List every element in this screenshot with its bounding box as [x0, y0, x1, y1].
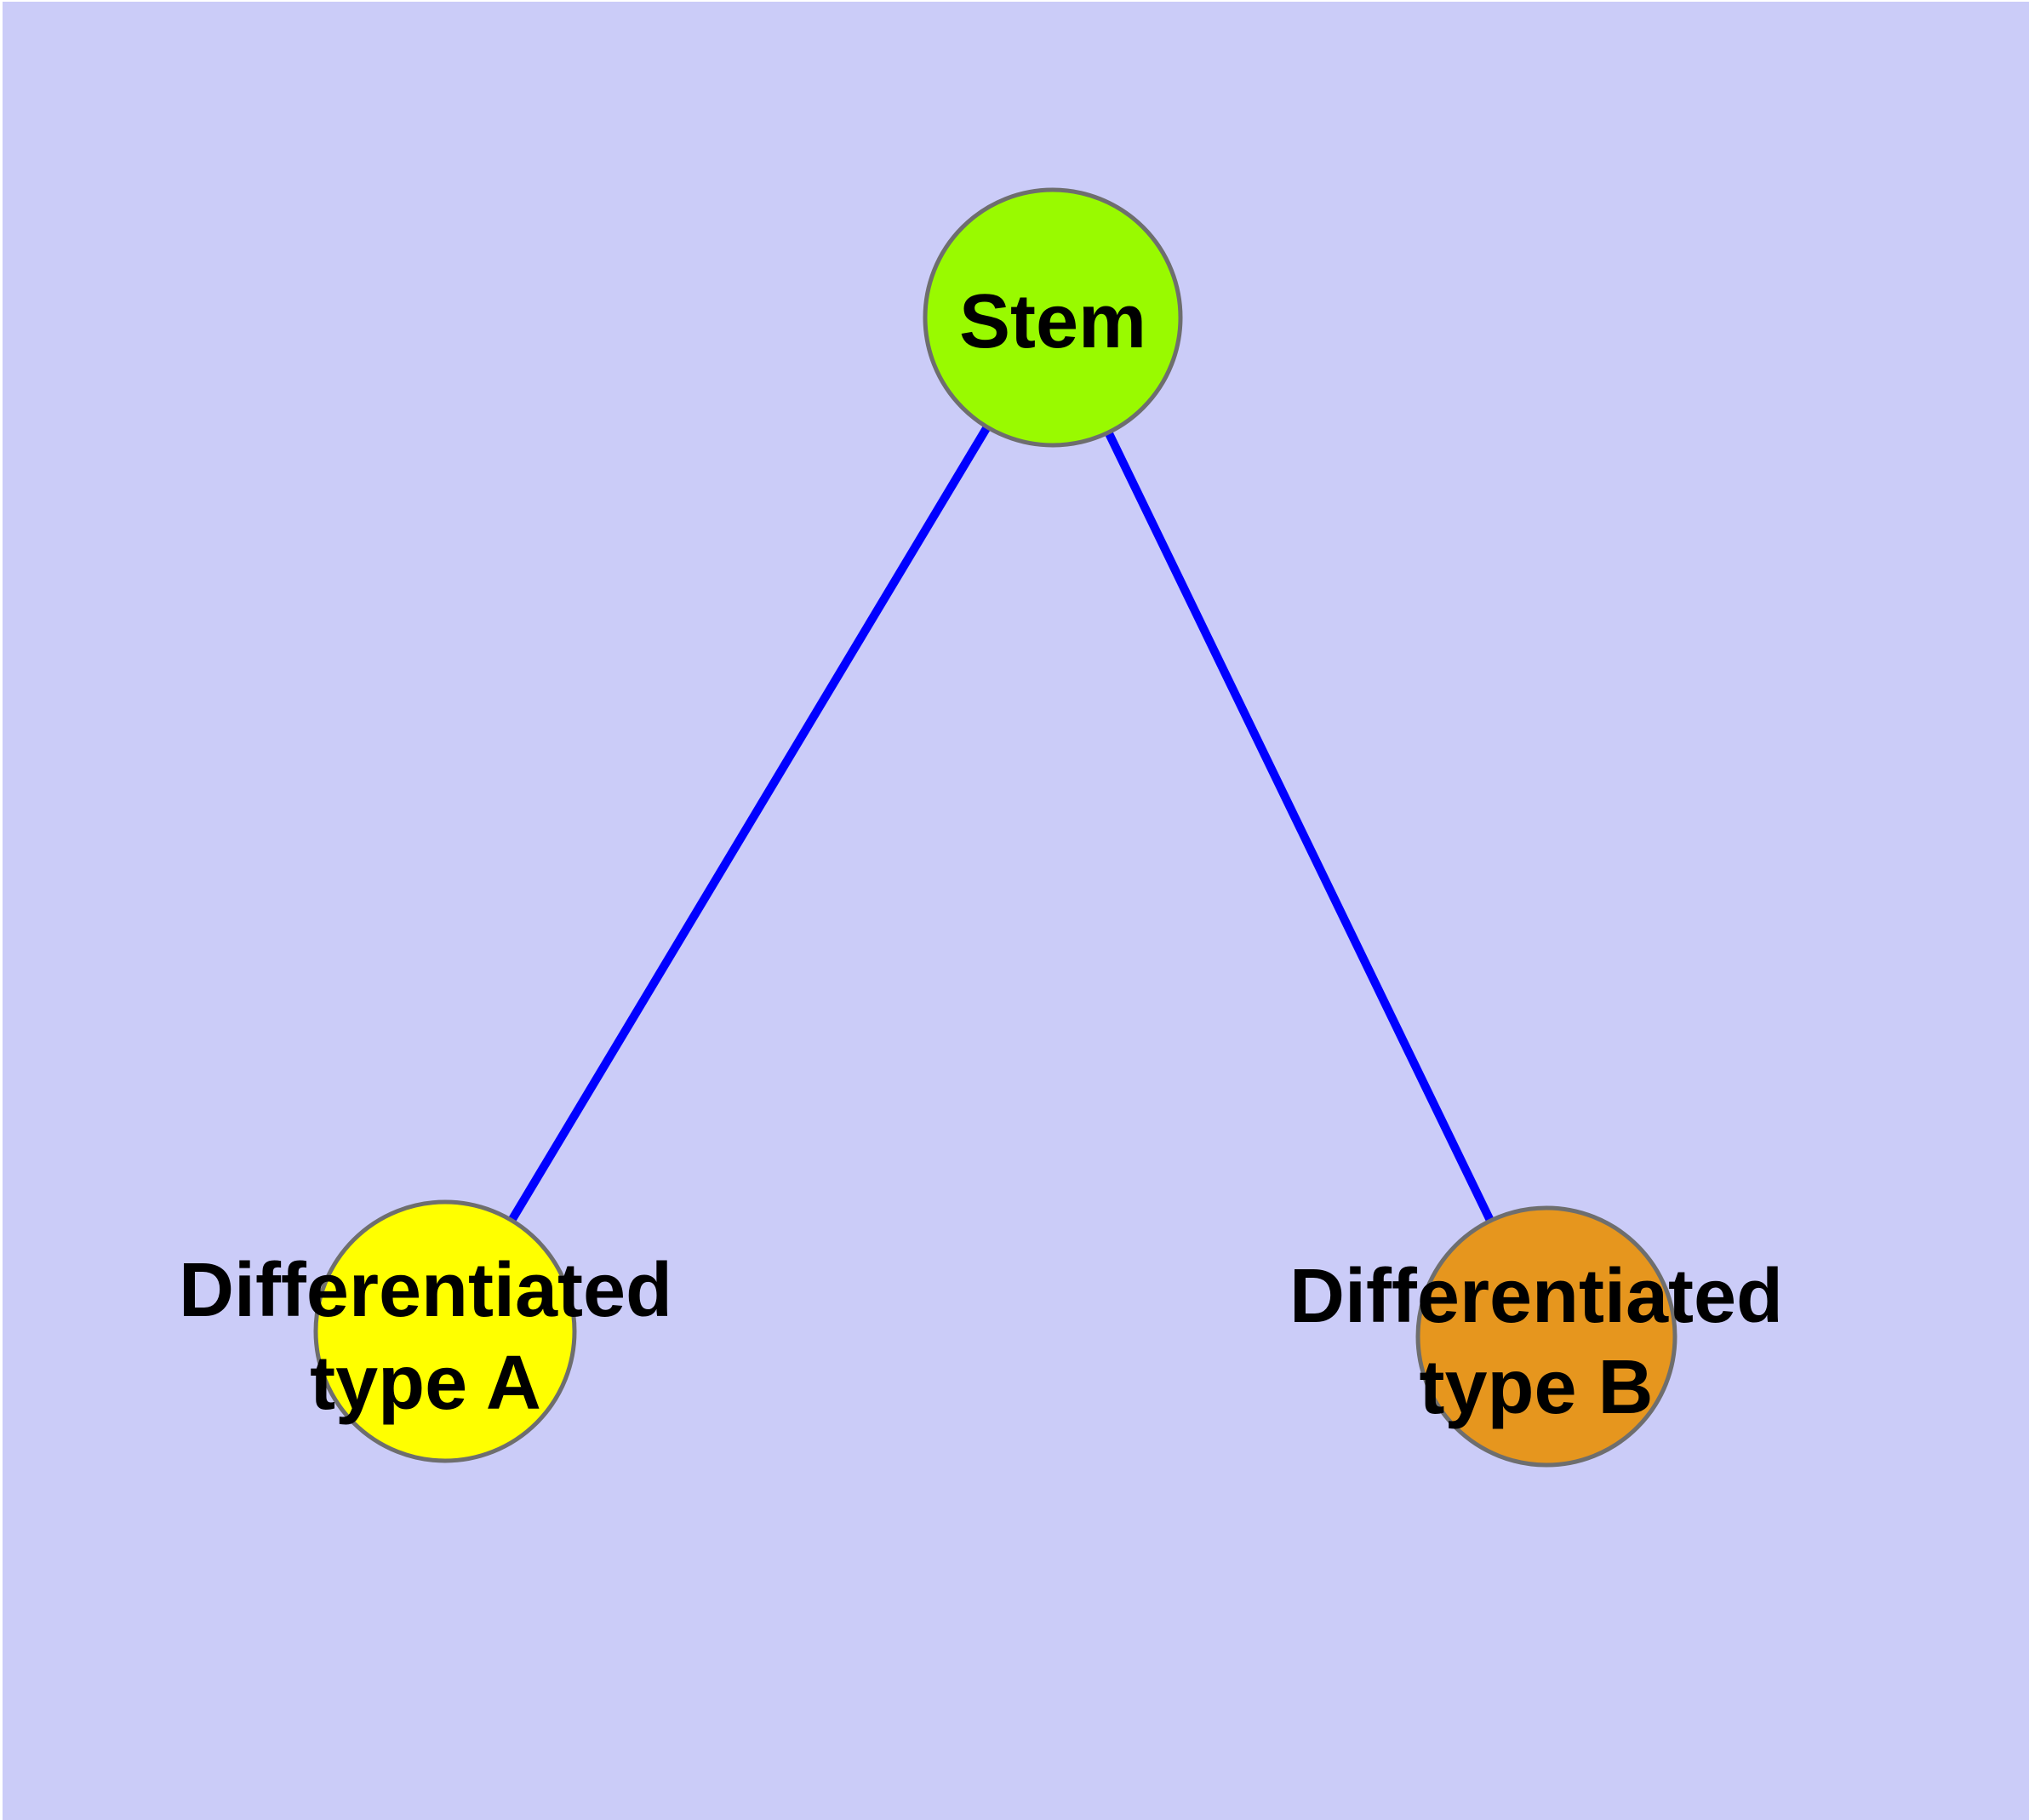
node-type-b-circle	[1415, 1205, 1677, 1468]
node-type-b-label-line2: type B	[1419, 1345, 1653, 1430]
edge-stem-to-type-b	[1049, 315, 1551, 1339]
node-type-a-circle	[313, 1199, 577, 1463]
node-type-b-label-line1: Differentiated	[1289, 1254, 1783, 1339]
node-stem-label: Stem	[959, 279, 1146, 364]
edge-stem-to-type-a	[441, 315, 1057, 1334]
node-type-a-label-line2: type A	[310, 1341, 541, 1426]
node-type-a-label-line1: Differentiated	[179, 1248, 672, 1333]
node-stem-circle	[923, 187, 1183, 448]
